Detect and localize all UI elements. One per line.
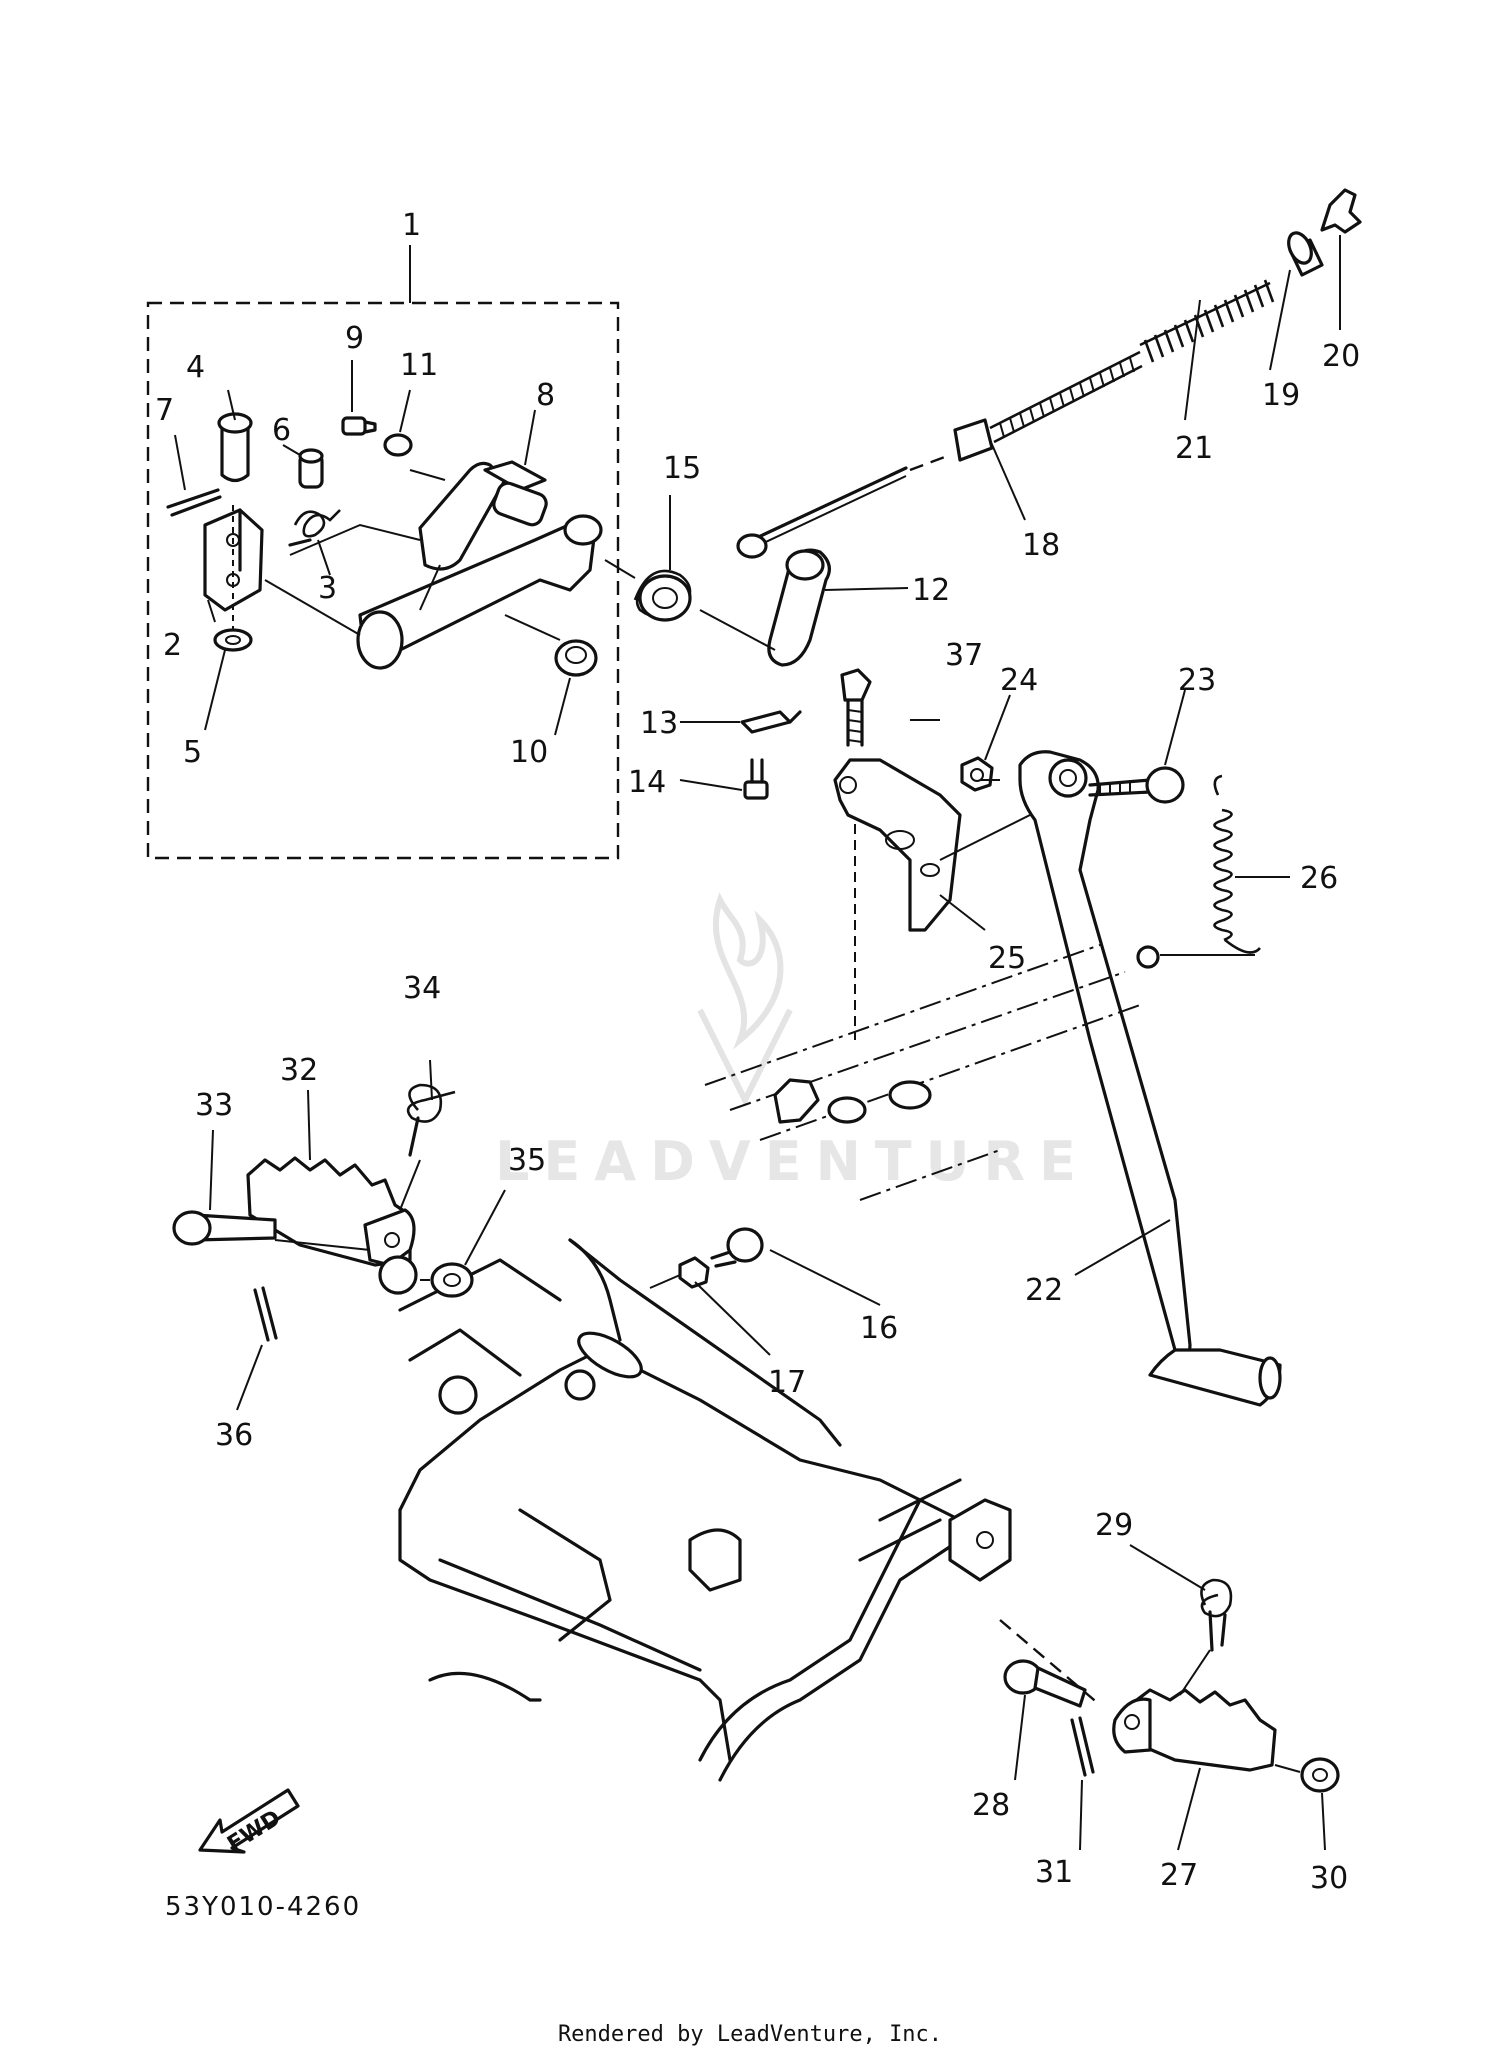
left-footrest-parts (172, 1083, 764, 1342)
callout-3: 3 (318, 571, 337, 606)
brake-pedal-parts (166, 412, 603, 677)
callout-28: 28 (972, 1788, 1010, 1823)
callout-19: 19 (1262, 378, 1300, 413)
brake-rod-parts (604, 188, 1362, 800)
callout-17: 17 (768, 1365, 806, 1400)
diagram-code: 53Y010-4260 (165, 1892, 361, 1922)
side-stand-parts (833, 668, 1282, 1407)
callout-29: 29 (1095, 1508, 1133, 1543)
callout-31: 31 (1035, 1855, 1073, 1890)
callout-16: 16 (860, 1311, 898, 1346)
callout-35: 35 (508, 1143, 546, 1178)
callout-6: 6 (272, 413, 291, 448)
callout-2: 2 (163, 628, 182, 663)
callout-32: 32 (280, 1053, 318, 1088)
callout-12: 12 (912, 573, 950, 608)
callout-21: 21 (1175, 431, 1213, 466)
callout-37: 37 (945, 638, 983, 673)
callout-11: 11 (400, 348, 438, 383)
callout-24: 24 (1000, 663, 1038, 698)
callout-14: 14 (628, 765, 666, 800)
callout-25: 25 (988, 941, 1026, 976)
callout-18: 18 (1022, 528, 1060, 563)
callout-33: 33 (195, 1088, 233, 1123)
callout-labels: 1 2 3 4 5 6 7 8 9 10 11 12 13 14 15 16 1… (155, 208, 1360, 1896)
callout-4: 4 (186, 350, 205, 385)
callout-22: 22 (1025, 1273, 1063, 1308)
right-footrest-parts (999, 1578, 1340, 1793)
callout-5: 5 (183, 735, 202, 770)
callout-34: 34 (403, 971, 441, 1006)
callout-8: 8 (536, 378, 555, 413)
callout-36: 36 (215, 1418, 253, 1453)
frame (398, 944, 1141, 1782)
callout-30: 30 (1310, 1861, 1348, 1896)
callout-10: 10 (510, 735, 548, 770)
callout-20: 20 (1322, 339, 1360, 374)
callout-9: 9 (345, 321, 364, 356)
callout-1: 1 (402, 208, 421, 243)
brake-pedal-assembly-box (146, 301, 620, 860)
callout-7: 7 (155, 393, 174, 428)
fwd-arrow-icon: FWD (198, 1788, 300, 1857)
callout-13: 13 (640, 706, 678, 741)
watermark-text: LEADVENTURE (495, 1130, 1090, 1193)
callout-23: 23 (1178, 663, 1216, 698)
callout-leaders (174, 235, 1341, 1851)
watermark-logo: LEADVENTURE (495, 892, 1090, 1193)
callout-26: 26 (1300, 861, 1338, 896)
callout-15: 15 (663, 451, 701, 486)
footer-credit: Rendered by LeadVenture, Inc. (557, 2022, 943, 2047)
callout-27: 27 (1160, 1858, 1198, 1893)
